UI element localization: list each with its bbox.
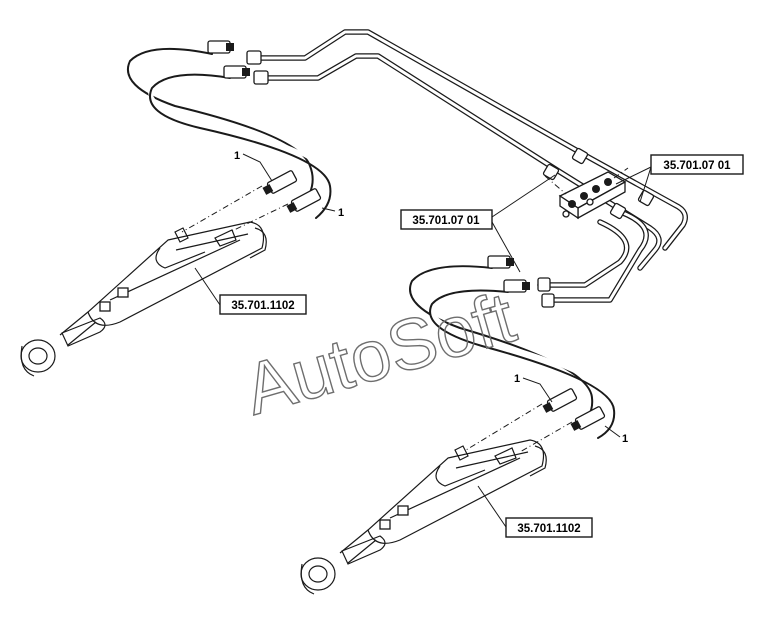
lower-hydraulic-cylinder (300, 439, 547, 595)
callout-valve-ref-right: 35.701.07 01 (650, 154, 744, 175)
callout-valve-ref-left: 35.701.07 01 (400, 209, 493, 230)
upper-hydraulic-cylinder (20, 221, 267, 377)
callout-cylinder-ref-upper: 35.701.1102 (219, 294, 307, 315)
item-label-upper-right: 1 (338, 207, 344, 219)
callout-valve-ref-left-text: 35.701.07 01 (412, 215, 480, 227)
callout-cylinder-ref-upper-text: 35.701.1102 (231, 300, 294, 312)
callout-cylinder-ref-lower: 35.701.1102 (505, 517, 593, 538)
lower-hoses (408, 255, 617, 453)
callout-cylinder-ref-lower-text: 35.701.1102 (517, 523, 580, 535)
callout-valve-ref-right-text: 35.701.07 01 (663, 160, 731, 172)
item-label-upper-left: 1 (234, 150, 240, 162)
rigid-pipes (246, 29, 688, 308)
upper-hoses (126, 40, 333, 233)
pipe-nut-fittings (246, 50, 655, 308)
item-label-lower-right: 1 (622, 433, 628, 445)
item-label-lower-left: 1 (514, 373, 520, 385)
leader-lines (194, 153, 652, 528)
valve-block (544, 167, 629, 220)
